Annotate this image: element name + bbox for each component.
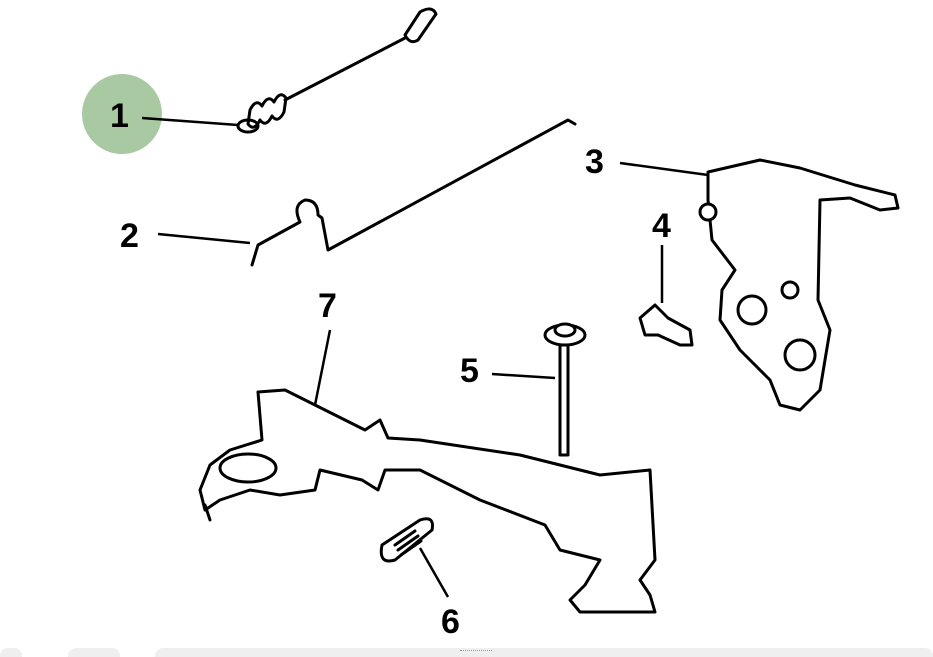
callout-4[interactable]: 4: [652, 207, 671, 245]
callout-6[interactable]: 6: [441, 603, 460, 641]
panel-tab[interactable]: [0, 648, 22, 657]
resize-grip-handle[interactable]: [460, 650, 492, 653]
callout-3[interactable]: 3: [585, 143, 604, 181]
panel-tab[interactable]: [155, 648, 933, 657]
part-2-rod: [250, 118, 577, 267]
callout-1[interactable]: 1: [110, 97, 129, 135]
panel-tab[interactable]: [68, 648, 120, 657]
callout-2[interactable]: 2: [120, 217, 139, 255]
part-3-bracket: [698, 158, 900, 412]
callout-7[interactable]: 7: [318, 287, 337, 325]
callout-1-highlight[interactable]: [82, 74, 162, 154]
part-7-lever: [198, 388, 657, 614]
part-5-pin: [543, 322, 587, 457]
part-4-bolt: [638, 303, 694, 347]
bottom-panel-tabs: [0, 648, 933, 657]
part-1-spring: [236, 7, 438, 134]
callout-5[interactable]: 5: [460, 352, 479, 390]
part-6-spring: [379, 517, 434, 563]
